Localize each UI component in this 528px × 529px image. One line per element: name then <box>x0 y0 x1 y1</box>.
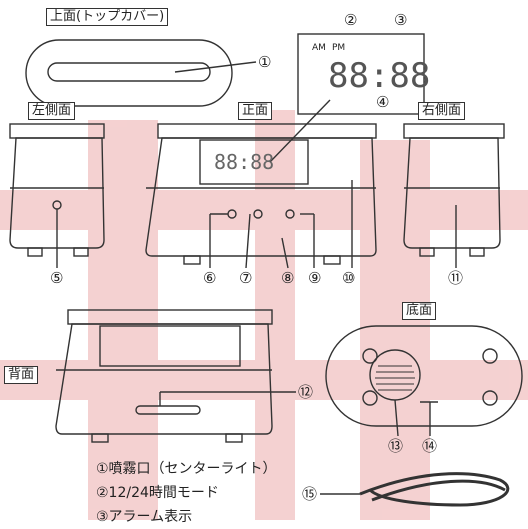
callout-15: ⑮ <box>302 485 318 503</box>
bottom-view <box>325 325 523 437</box>
label-right-view: 右側面 <box>418 102 466 120</box>
label-bottom-view: 底面 <box>402 302 437 320</box>
callout-10: ⑩ <box>342 269 356 287</box>
front-view <box>145 123 377 269</box>
back-view <box>55 309 296 443</box>
display-pm: PM <box>332 43 346 53</box>
label-front-view: 正面 <box>238 102 273 120</box>
display-time: 88:88 <box>328 56 431 96</box>
watermark <box>0 110 528 520</box>
callout-1: ① <box>258 53 272 71</box>
display-zoom <box>269 33 425 163</box>
front-display-time: 88:88 <box>214 150 275 174</box>
callout-5: ⑤ <box>50 269 64 287</box>
display-am: AM <box>312 43 326 53</box>
callout-6: ⑥ <box>203 269 217 287</box>
label-top-view: 上面(トップカバー) <box>46 8 169 26</box>
callout-3: ③ <box>394 11 408 29</box>
legend-item-1: ①噴霧口（センターライト） <box>96 461 277 477</box>
legend-item-2: ②12/24時間モード <box>96 485 219 501</box>
callout-7: ⑦ <box>239 269 253 287</box>
callout-14: ⑭ <box>422 437 438 455</box>
label-left-view: 左側面 <box>28 102 76 120</box>
left-view <box>9 123 105 268</box>
callout-8: ⑧ <box>281 269 295 287</box>
top-view <box>25 39 257 107</box>
callout-12: ⑫ <box>298 383 314 401</box>
label-back-view: 背面 <box>4 366 39 384</box>
callout-2: ② <box>344 11 358 29</box>
right-view <box>403 123 505 268</box>
callout-9: ⑨ <box>308 269 322 287</box>
usb-cable <box>320 472 510 507</box>
callout-11: ⑪ <box>448 269 464 287</box>
callout-13: ⑬ <box>388 437 404 455</box>
legend-item-3: ③アラーム表示 <box>96 509 193 525</box>
callout-4: ④ <box>376 93 390 111</box>
